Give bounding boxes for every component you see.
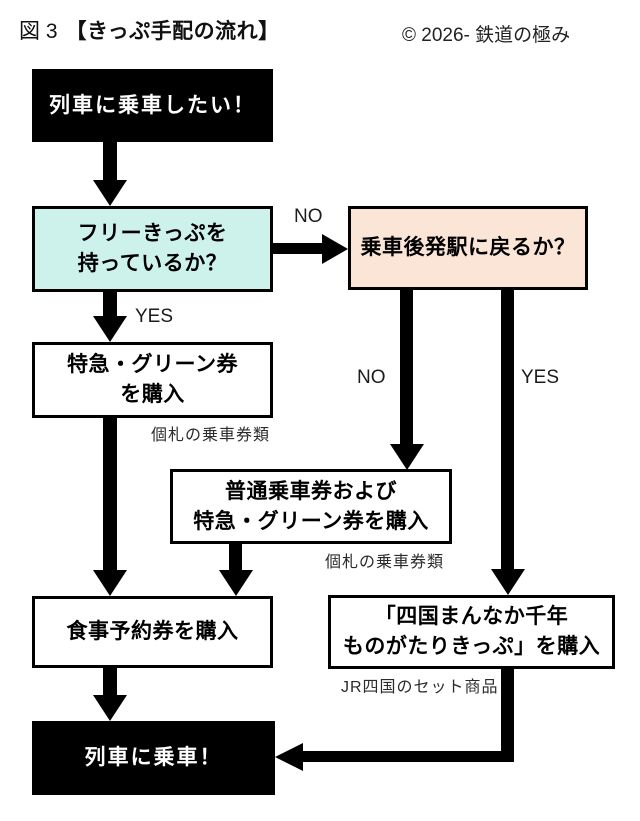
node-question-return: 乗車後発駅に戻るか？ [348,206,588,290]
node-buy-shikoku-line1: 「四国まんなか千年 [374,605,569,629]
arrow-shikoku-to-end-vertical [501,667,514,762]
node-buy-shikoku: 「四国まんなか千年 ものがたりきっぷ」を購入 [328,595,615,669]
node-buy-express: 特急・グリーン券 を購入 [32,342,273,418]
arrow-shikoku-to-end-horizontal [300,751,514,762]
arrow-yes-to-shikoku-head [491,569,525,595]
node-question-freepass-line2: 持っているか？ [77,252,228,275]
note-shikoku: JR四国のセット商品 [341,679,499,696]
arrow-start-to-freepass-head [93,180,127,206]
node-buy-shikoku-line2: ものがたりきっぷ」を購入 [342,635,601,658]
node-buy-meal: 食事予約券を購入 [32,596,273,668]
edge-label-no-down: NO [357,367,386,388]
node-buy-express-line2: を購入 [120,383,185,406]
arrow-normal-to-meal-shaft [229,542,242,572]
node-question-freepass: フリーきっぷを 持っているか？ [32,206,273,292]
arrow-no-to-return-head [322,234,348,264]
node-start: 列車に乗車したい！ [32,69,273,142]
arrow-no-to-normal-head [390,444,424,470]
note-normal: 個札の乗車券類 [324,554,444,571]
edge-label-no-right: NO [294,206,323,227]
node-end-label: 列車に乗車！ [84,746,223,770]
node-question-freepass-line1: フリーきっぷを [77,222,228,246]
figure-title: 図 3 【きっぷ手配の流れ】 [19,15,280,45]
arrow-start-to-freepass-shaft [103,140,117,182]
node-question-return-label: 乗車後発駅に戻るか？ [360,236,576,260]
arrow-express-to-meal-shaft [103,416,117,572]
node-buy-meal-label: 食事予約券を購入 [66,620,239,644]
figure-number: 図 3 [19,20,58,43]
arrow-no-to-return-shaft [271,243,324,254]
arrow-no-to-normal-shaft [400,288,413,446]
copyright-text: © 2026- 鉄道の極み [402,25,571,46]
node-buy-express-line1: 特急・グリーン券 [67,353,238,377]
node-start-label: 列車に乗車したい！ [49,93,256,117]
edge-label-yes-down: YES [521,367,560,388]
arrow-yes-to-express-head [93,316,127,342]
figure-title-text: 【きっぷ手配の流れ】 [65,20,280,43]
arrow-meal-to-end-shaft [103,666,117,697]
node-end: 列車に乗車！ [32,721,275,795]
arrow-express-to-meal-head [93,570,127,596]
arrow-yes-to-shikoku-shaft [501,288,514,571]
arrow-yes-to-express-shaft [103,290,117,318]
note-express: 個札の乗車券類 [150,427,270,444]
node-buy-normal-line2: 特急・グリーン券を購入 [193,509,429,533]
arrow-meal-to-end-head [93,695,127,721]
arrow-shikoku-to-end-head [275,743,303,771]
node-buy-normal: 普通乗車券および 特急・グリーン券を購入 [170,469,452,544]
arrow-normal-to-meal-head [219,570,253,596]
edge-label-yes-left: YES [135,306,174,327]
node-buy-normal-line1: 普通乗車券および [225,479,397,503]
